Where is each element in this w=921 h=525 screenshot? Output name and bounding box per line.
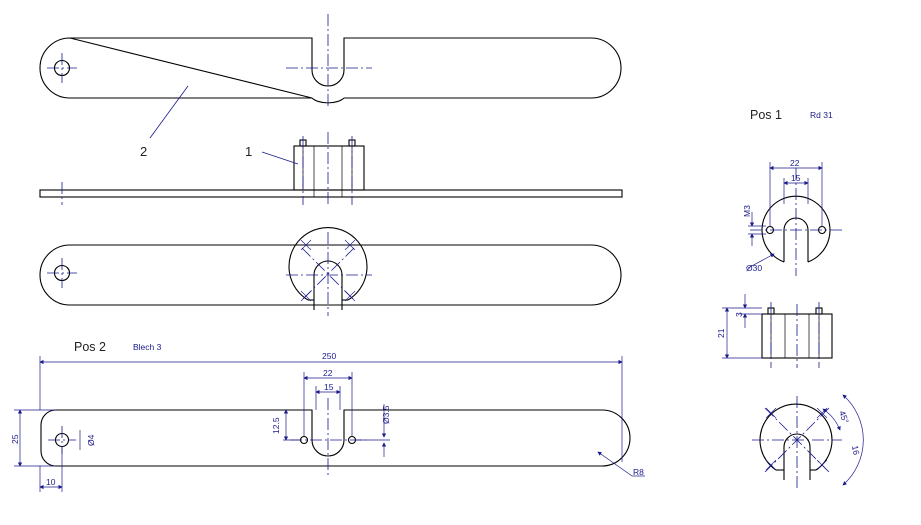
dim-15: 15 — [324, 382, 334, 392]
leader-2-label: 2 — [140, 144, 147, 159]
assembly-top-view — [39, 14, 622, 106]
pos1-side-view: 21 3 — [716, 294, 833, 368]
pos1-dim-21: 21 — [716, 328, 726, 338]
pos1-dim-16: 16 — [850, 445, 862, 456]
dim-hole-3-5: Ø3.5 — [381, 405, 391, 424]
dim-250: 250 — [322, 351, 336, 361]
dim-r8: R8 — [633, 467, 644, 477]
leader-item-2: 2 — [140, 85, 189, 159]
dim-12-5: 12.5 — [271, 417, 281, 434]
pos1-material: Rd 31 — [810, 110, 833, 120]
pos1-dim-15: 15 — [791, 173, 801, 183]
assembly-bottom-view — [39, 226, 622, 316]
pos2-material: Blech 3 — [133, 342, 162, 352]
pos1-dim-m3: M3 — [742, 205, 752, 217]
pos1-bottom-view: 45° 16 — [752, 394, 864, 488]
dim-left-hole: Ø4 — [86, 434, 96, 446]
pos1-dim-dia30: Ø30 — [746, 263, 762, 273]
pos2-dimensions: 250 22 15 12.5 Ø3.5 25 10 Ø4 — [10, 351, 645, 492]
pos2-plate-view — [40, 398, 631, 478]
pos1-dim-22: 22 — [790, 158, 800, 168]
pos2-title: Pos 2 — [74, 340, 106, 354]
pos1-plan-view: 22 15 M3 Ø30 — [742, 158, 842, 276]
dim-25: 25 — [10, 434, 20, 444]
assembly-side-view — [39, 132, 623, 206]
pos1-dim-3: 3 — [734, 312, 744, 317]
dim-22: 22 — [323, 368, 333, 378]
pos1-title: Pos 1 — [750, 108, 782, 122]
leader-item-1: 1 — [245, 144, 299, 165]
pos1-dim-angle: 45° — [837, 409, 851, 425]
leader-1-label: 1 — [245, 144, 252, 159]
dim-10: 10 — [46, 477, 56, 487]
